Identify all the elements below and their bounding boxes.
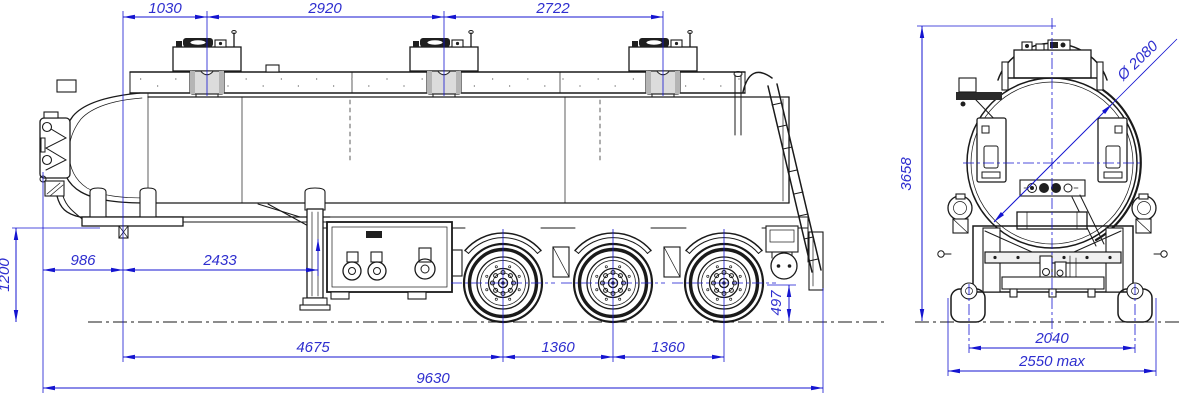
diameter-leader	[1111, 38, 1178, 105]
axle-beam	[984, 251, 1122, 264]
front-fittings	[39, 111, 331, 223]
cabinet-label-plate	[366, 231, 382, 238]
dim-text-1200: 1200	[0, 258, 13, 292]
dim-text-9630: 9630	[416, 370, 450, 387]
dim-text-2550: 2550 max	[1018, 353, 1085, 370]
shell-rim-arc	[1094, 88, 1142, 242]
rear-light-bracket-left	[976, 117, 1007, 183]
dim-text-1030: 1030	[148, 0, 182, 17]
dim-text-2722: 2722	[535, 0, 570, 17]
kingpin-assembly	[81, 187, 184, 239]
rear-light-bracket-right	[1097, 117, 1128, 183]
rear-chassis	[937, 225, 1168, 298]
rear-equipment	[742, 71, 824, 291]
landing-gear	[299, 187, 331, 311]
dim-text-2920: 2920	[307, 0, 342, 17]
dim-text-986: 986	[70, 252, 96, 269]
side-pin-left	[937, 250, 945, 258]
outlet-panel	[1019, 179, 1086, 197]
rear-crossmember	[1001, 276, 1105, 290]
rear-view	[937, 39, 1168, 323]
rear-ladder	[742, 71, 822, 273]
side-view	[39, 29, 824, 324]
front-valve	[39, 175, 65, 197]
top-dome	[997, 39, 1108, 91]
mudflap-roller	[770, 252, 798, 280]
dim-text-1360a: 1360	[541, 339, 575, 356]
rear-fenders	[947, 193, 1157, 234]
dim-text-1360b: 1360	[651, 339, 685, 356]
kingpin-plate	[81, 216, 184, 227]
dim-text-497: 497	[768, 290, 785, 316]
front-top-bracket	[56, 79, 77, 93]
valve-handwheel-1	[342, 261, 362, 281]
control-cabinet	[326, 221, 453, 300]
fender-end-right	[1131, 195, 1157, 221]
walkway-clamp	[265, 64, 280, 73]
tank-front-head	[60, 92, 149, 204]
dim-text-2433: 2433	[202, 252, 237, 269]
dim-text-2040: 2040	[1034, 330, 1069, 347]
dim-text-4675: 4675	[296, 339, 330, 356]
valve-handwheel-3	[414, 258, 436, 280]
ladder-handrail	[742, 71, 773, 93]
fender-end-left	[947, 195, 973, 221]
valve-handwheel-2	[367, 261, 387, 281]
dim-line-diameter	[993, 103, 1113, 223]
dim-text-3658: 3658	[898, 157, 915, 191]
tank-body	[56, 71, 790, 204]
side-pin-right	[1160, 250, 1168, 258]
